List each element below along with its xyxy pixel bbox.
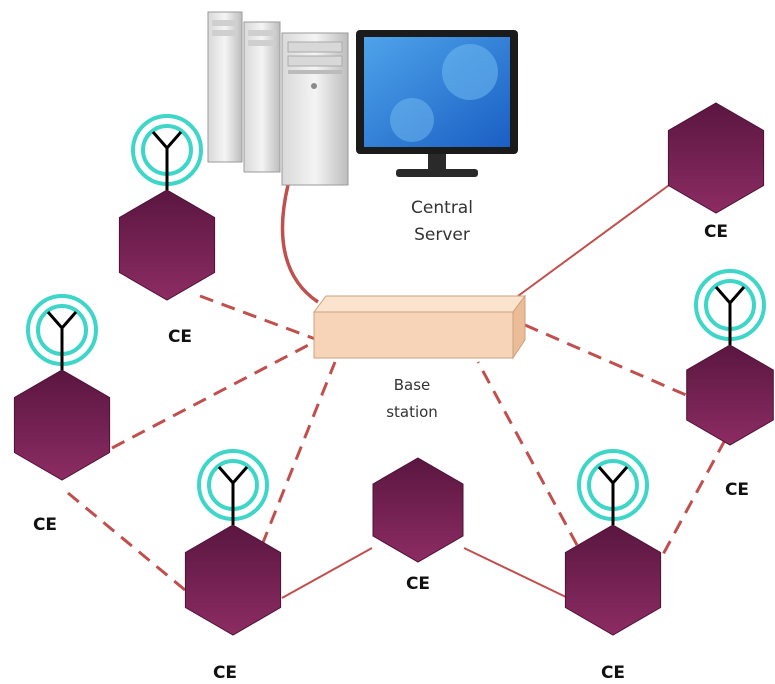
base-station: Base station <box>313 294 526 421</box>
ce-hexagon <box>372 457 464 563</box>
antenna-icon <box>26 294 98 370</box>
base-station-top <box>313 295 526 313</box>
wireless-link-left-bottom-left <box>67 491 186 592</box>
antenna-icon <box>694 269 766 345</box>
server-label-line1: Central <box>411 198 473 218</box>
monitor-icon <box>356 30 518 177</box>
ce-hexagon <box>13 369 111 481</box>
ce-label: CE <box>406 574 430 594</box>
ce-label: CE <box>168 327 192 347</box>
ce-node-top-left: CE <box>118 114 216 347</box>
ce-label: CE <box>601 663 625 683</box>
wireless-link-base-top-left <box>199 294 319 342</box>
ce-hexagon <box>667 102 765 214</box>
base-station-label-line2: station <box>386 403 438 421</box>
server-label-line2: Server <box>414 225 470 245</box>
ce-hexagon <box>184 524 282 636</box>
ce-hexagon <box>686 344 774 446</box>
links <box>67 179 727 599</box>
ce-label: CE <box>213 663 237 683</box>
wired-link-server-base <box>280 184 319 304</box>
ce-node-left: CE <box>13 294 111 535</box>
ce-node-bottom-right: CE <box>564 449 662 683</box>
base-station-front <box>313 311 514 359</box>
wired-link-bottom-left-middle <box>281 547 373 599</box>
ce-hexagon <box>118 189 216 301</box>
ce-node-bottom-left: CE <box>184 449 282 683</box>
ce-node-bottom-middle: CE <box>372 457 464 594</box>
wireless-link-base-bottom-left <box>260 361 337 546</box>
ce-label: CE <box>33 515 57 535</box>
wireless-link-base-right <box>524 323 687 397</box>
central-server: Central Server <box>207 11 518 245</box>
base-station-label-line1: Base <box>394 376 431 394</box>
wireless-link-right-bottom-right <box>658 439 727 561</box>
wireless-link-base-bottom-right <box>476 361 579 546</box>
antenna-icon <box>131 114 203 190</box>
ce-node-right: CE <box>686 269 774 500</box>
wireless-link-base-left <box>111 338 319 450</box>
ce-node-top-right: CE <box>667 102 765 242</box>
ce-nodes: CE CE CE CE CE CE CE <box>13 102 774 683</box>
wired-link-middle-bottom-right <box>463 547 569 599</box>
ce-label: CE <box>704 222 728 242</box>
ce-label: CE <box>725 480 749 500</box>
ce-hexagon <box>564 524 662 636</box>
wired-link-base-top-right <box>517 179 677 297</box>
server-tower-icon <box>207 11 349 186</box>
antenna-icon <box>197 449 269 525</box>
antenna-icon <box>577 449 649 525</box>
